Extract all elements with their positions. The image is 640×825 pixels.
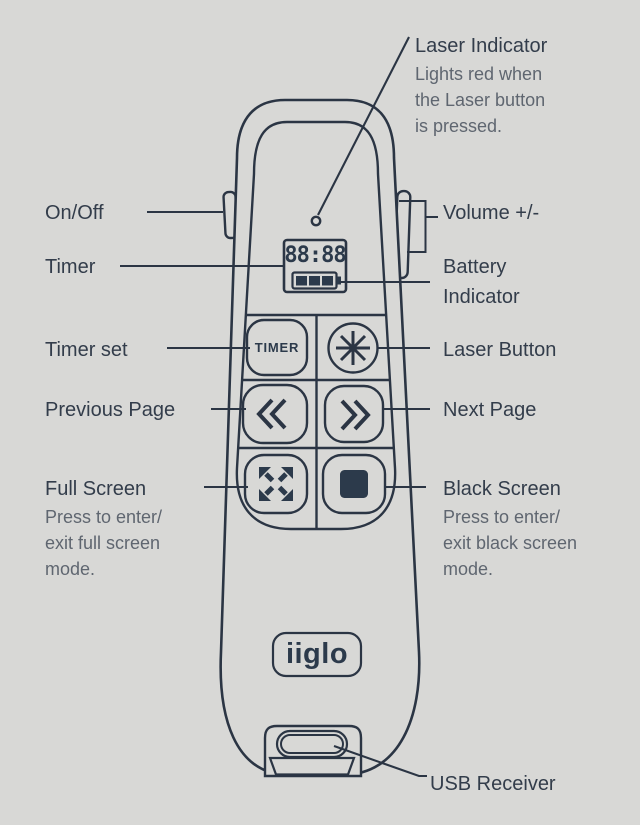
filled-square-icon [340,470,368,498]
label-laser-button: Laser Button [443,339,557,361]
double-chevron-left-icon [256,398,287,430]
button-grid-lines [239,313,394,528]
label-volume: Volume +/- [443,202,540,224]
laser-desc-line-3: is pressed. [415,116,503,136]
usb-slot-inner [280,734,344,754]
label-battery-indicator: Battery Indicator [443,252,520,312]
label-next-page: Next Page [443,399,537,421]
expand-arrows-icon [259,467,293,501]
volume-bracket [399,200,438,253]
laser-desc-line-2: the Laser button [415,90,546,110]
black-screen-desc-line-3: mode. [443,559,494,579]
laser-indicator-dot [310,215,322,227]
usb-housing [263,724,363,778]
full-screen-desc-line-1: Press to enter/ [45,507,163,527]
label-usb-receiver: USB Receiver [430,773,556,795]
full-screen-desc-line-3: mode. [45,559,96,579]
label-black-screen-desc: Press to enter/ exit black screen mode. [443,504,577,582]
label-full-screen: Full Screen [45,478,147,500]
label-laser-indicator: Laser Indicator [415,35,548,57]
full-screen-button [243,453,309,515]
black-screen-desc-line-2: exit black screen [443,533,578,553]
label-previous-page: Previous Page [45,399,176,421]
logo-box [271,631,363,678]
label-laser-indicator-desc: Lights red when the Laser button is pres… [415,61,545,139]
label-timer-set: Timer set [45,339,128,361]
laser-star-icon [336,331,370,365]
previous-page-button [241,383,309,445]
black-screen-button [321,453,387,515]
full-screen-desc-line-2: exit full screen [45,533,161,553]
brand-logo: iiglo [285,638,349,670]
usb-base [268,756,356,776]
remote-face-outline [235,120,397,531]
laser-button [327,322,379,374]
label-full-screen-desc: Press to enter/ exit full screen mode. [45,504,162,582]
label-timer: Timer [45,256,96,278]
black-screen-desc-line-1: Press to enter/ [443,507,561,527]
label-on-off: On/Off [45,202,104,224]
laser-desc-line-1: Lights red when [415,64,543,84]
double-chevron-right-icon [340,399,371,431]
next-page-button [323,384,385,444]
timer-button-label: TIMER [254,340,300,355]
leader-laser-indicator [317,36,410,216]
expand-arrow-stems [264,472,288,496]
lcd-digits: 88:88 [284,243,346,268]
leader-lines [120,36,430,778]
battery-icon [291,271,341,290]
battery-label-line-1: Battery [443,256,507,278]
label-black-screen: Black Screen [443,478,561,500]
battery-label-line-2: Indicator [443,286,520,308]
leader-usb [333,745,427,778]
